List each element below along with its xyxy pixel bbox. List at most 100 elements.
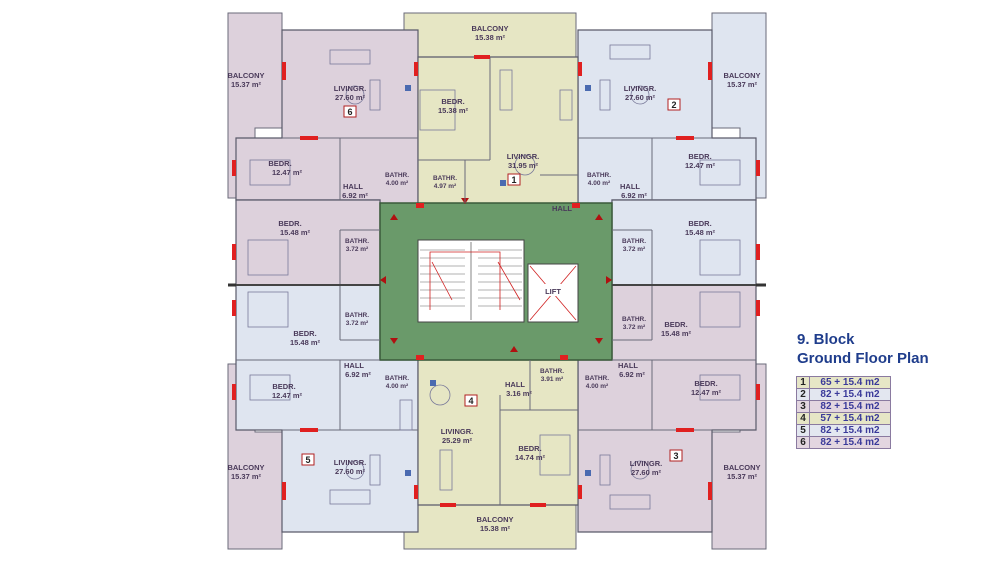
- legend-unit-number: 3: [796, 400, 810, 413]
- stair-arrow: [429, 251, 521, 310]
- room-area: 15.37 m²: [231, 472, 262, 481]
- legend-unit-number: 1: [796, 376, 810, 389]
- room-name: BALCONY: [227, 463, 264, 472]
- legend-unit-area: 57 + 15.4 m2: [809, 412, 891, 425]
- lift-label-bg: [540, 284, 566, 296]
- room-name: BATHR.: [385, 172, 409, 179]
- room-area: 27.60 m²: [335, 93, 366, 102]
- room-area: 15.48 m²: [280, 228, 311, 237]
- room-name: BATHR.: [540, 368, 564, 375]
- room-area: 3.72 m²: [346, 246, 369, 253]
- room-area: 6.92 m²: [342, 191, 368, 200]
- legend-unit-area: 82 + 15.4 m2: [809, 436, 891, 449]
- room-area: 3.72 m²: [623, 246, 646, 253]
- legend-unit-number: 4: [796, 412, 810, 425]
- room-name: HALL: [505, 380, 525, 389]
- block-title: 9. Block: [797, 331, 855, 348]
- room-name: LIVINGR.: [624, 84, 657, 93]
- room-name: LIVINGR.: [507, 152, 540, 161]
- room-area: 15.48 m²: [661, 329, 692, 338]
- room-name: BATHR.: [587, 172, 611, 179]
- room-name: BATHR.: [622, 316, 646, 323]
- floor-plan: 6 2 1 4 5 3 BALCONY 15.38 m² BALCONY 15.…: [227, 12, 767, 550]
- room-area: 15.38 m²: [438, 106, 469, 115]
- room-area: 3.72 m²: [623, 324, 646, 331]
- room-name: BEDR.: [268, 159, 291, 168]
- room-name: BATHR.: [385, 375, 409, 382]
- room-name: BATHR.: [433, 175, 457, 182]
- floor-title: Ground Floor Plan: [797, 350, 929, 367]
- room-area: 15.37 m²: [727, 80, 758, 89]
- room-area: 15.38 m²: [480, 524, 511, 533]
- room-area: 12.47 m²: [272, 391, 303, 400]
- legend-unit-area: 82 + 15.4 m2: [809, 424, 891, 437]
- room-area: 4.00 m²: [386, 180, 409, 187]
- room-area: 12.47 m²: [691, 388, 722, 397]
- room-labels: BALCONY 15.38 m² BALCONY 15.38 m² BALCON…: [227, 24, 760, 533]
- room-area: 4.00 m²: [386, 383, 409, 390]
- room-name: BALCONY: [476, 515, 513, 524]
- plan-title: 9. Block Ground Floor Plan: [797, 330, 929, 368]
- room-name: LIVINGR.: [441, 427, 474, 436]
- unit-3-number: 3: [673, 451, 678, 461]
- room-name: HALL: [343, 182, 363, 191]
- room-name: BEDR.: [694, 379, 717, 388]
- room-name: BEDR.: [688, 152, 711, 161]
- room-name: BEDR.: [293, 329, 316, 338]
- room-name: BALCONY: [723, 463, 760, 472]
- room-area: 15.48 m²: [685, 228, 716, 237]
- room-area: 15.38 m²: [475, 33, 506, 42]
- room-name: HALL: [620, 182, 640, 191]
- room-area: 14.74 m²: [515, 453, 546, 462]
- legend-unit-area: 82 + 15.4 m2: [809, 388, 891, 401]
- room-area: 6.92 m²: [619, 370, 645, 379]
- room-name: LIVINGR.: [334, 458, 367, 467]
- room-name: BATHR.: [345, 238, 369, 245]
- room-name: HALL: [618, 361, 638, 370]
- room-name: BATHR.: [622, 238, 646, 245]
- legend-unit-number: 5: [796, 424, 810, 437]
- room-area: 3.91 m²: [541, 376, 564, 383]
- legend-unit-number: 6: [796, 436, 810, 449]
- legend-unit-number: 2: [796, 388, 810, 401]
- room-name: BATHR.: [585, 375, 609, 382]
- legend-unit-area: 82 + 15.4 m2: [809, 400, 891, 413]
- room-name: BEDR.: [518, 444, 541, 453]
- kitchen-units: [405, 85, 591, 476]
- room-area: 6.92 m²: [621, 191, 647, 200]
- room-area: 3.16 m²: [506, 389, 532, 398]
- unit-number-boxes: [301, 98, 683, 466]
- room-area: 4.00 m²: [588, 180, 611, 187]
- room-area: 25.29 m²: [442, 436, 473, 445]
- room-name: BATHR.: [345, 312, 369, 319]
- room-name: BALCONY: [471, 24, 508, 33]
- unit-5-number: 5: [305, 455, 310, 465]
- room-area: 6.92 m²: [345, 370, 371, 379]
- unit-6-number: 6: [347, 107, 352, 117]
- balcony-top: [403, 12, 577, 58]
- room-area: 31.95 m²: [508, 161, 539, 170]
- room-name: HALL: [344, 361, 364, 370]
- room-name: BEDR.: [272, 382, 295, 391]
- entry-arrows: [380, 198, 612, 352]
- room-area: 4.00 m²: [586, 383, 609, 390]
- room-name: HALL: [552, 204, 572, 213]
- room-area: 27.60 m²: [625, 93, 656, 102]
- furniture: [247, 44, 741, 510]
- unit-1-number: 1: [511, 175, 516, 185]
- unit-4-number: 4: [468, 396, 473, 406]
- unit-2-number: 2: [671, 100, 676, 110]
- room-name: LIVINGR.: [334, 84, 367, 93]
- room-name: BEDR.: [278, 219, 301, 228]
- room-name: BALCONY: [723, 71, 760, 80]
- room-area: 15.48 m²: [290, 338, 321, 347]
- legend-unit-area: 65 + 15.4 m2: [809, 376, 891, 389]
